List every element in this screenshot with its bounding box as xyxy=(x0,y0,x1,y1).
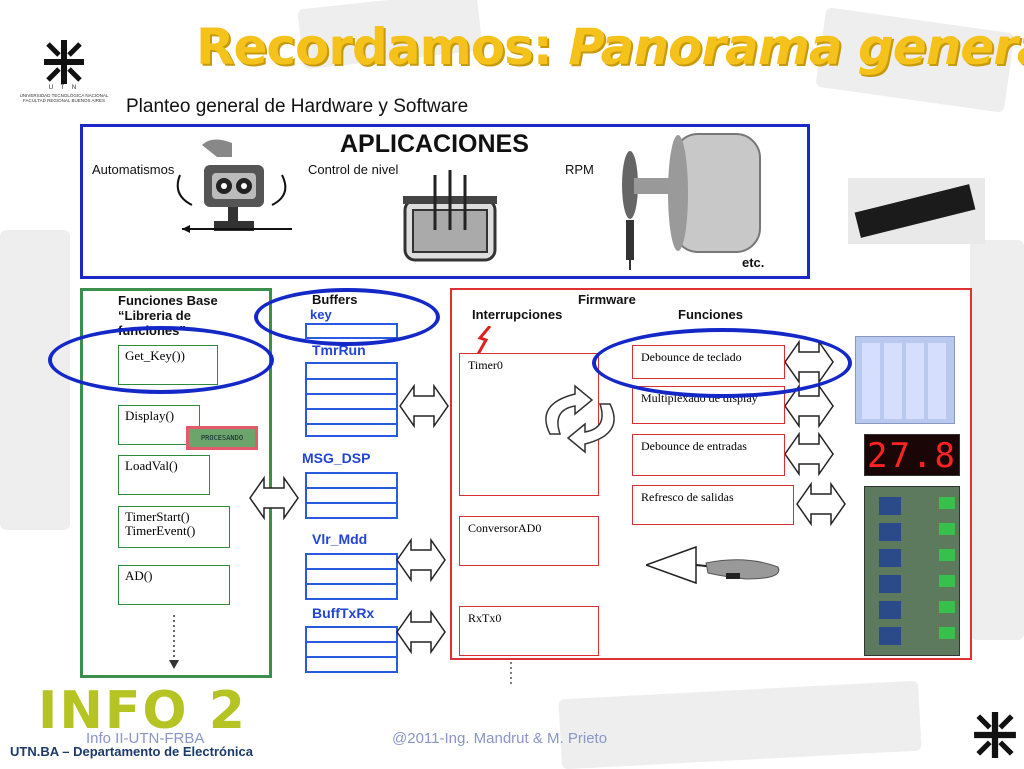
app-rpm-label: RPM xyxy=(565,162,594,177)
function-timerstart: TimerStart() xyxy=(125,509,190,524)
sensor-illustration xyxy=(646,545,780,585)
app-control-nivel-label: Control de nivel xyxy=(308,162,399,177)
firmware-title: Firmware xyxy=(578,292,636,307)
tank-illustration xyxy=(403,170,497,262)
page-subtitle: Planteo general de Hardware y Software xyxy=(126,96,469,117)
microcontroller-photo xyxy=(848,178,985,244)
footer-credits: @2011-Ing. Mandrut & M. Prieto xyxy=(392,730,608,747)
info2-logo: INFO 2 xyxy=(38,681,247,741)
buffer-bufftxrx-stack xyxy=(305,626,398,673)
page-title: Recordamos: Panorama general xyxy=(196,18,1024,76)
double-arrow-icon xyxy=(249,477,299,519)
app-automatismos-label: Automatismos xyxy=(92,162,175,177)
relay-board-photo xyxy=(864,486,960,656)
logo-caption: UNIVERSIDAD TECNOLÓGICA NACIONAL FACULTA… xyxy=(19,93,109,103)
buffer-bufftxrx-label: BuffTxRx xyxy=(312,605,375,621)
buffer-msgdsp-label: MSG_DSP xyxy=(302,450,371,466)
utn-footer-logo-icon xyxy=(974,712,1016,758)
firmware-panel xyxy=(450,288,972,660)
function-timer: TimerStart() TimerEvent() xyxy=(118,506,230,548)
highlight-ellipse-key-buffer xyxy=(254,288,440,346)
continuation-dots-icon xyxy=(510,662,512,684)
lcd-display: PROCESANDO xyxy=(186,426,258,450)
seven-segment-value: 27.8 xyxy=(867,436,957,476)
footer-course: Info II-UTN-FRBA xyxy=(86,730,205,747)
interrupt-conversorad0: ConversorAD0 xyxy=(459,516,599,566)
functions-title: Funciones xyxy=(678,307,744,322)
keypad-photo xyxy=(855,336,955,424)
interrupt-timer0: Timer0 xyxy=(459,353,599,496)
function-loadval: LoadVal() xyxy=(118,455,210,495)
double-arrow-icon xyxy=(396,539,446,581)
buffer-tmrrun-stack xyxy=(305,362,398,437)
title-part2: Panorama general xyxy=(568,18,1024,76)
background-shape xyxy=(0,230,70,530)
title-part1: Recordamos: xyxy=(196,18,553,76)
double-arrow-icon xyxy=(396,611,446,653)
app-etc-label: etc. xyxy=(742,255,765,270)
continuation-arrow-icon xyxy=(169,615,179,669)
function-refresco-salidas: Refresco de salidas xyxy=(632,485,794,525)
utn-logo-icon xyxy=(44,40,84,84)
buffer-vlrmdd-stack xyxy=(305,553,398,600)
function-debounce-entradas: Debounce de entradas xyxy=(632,434,785,476)
buffer-vlrmdd-label: Vlr_Mdd xyxy=(312,531,368,547)
interrupt-rxtx0: RxTx0 xyxy=(459,606,599,656)
highlight-ellipse-get-key xyxy=(48,326,274,394)
library-panel xyxy=(80,288,272,678)
logo-letters: U T N xyxy=(48,85,80,91)
background-shape xyxy=(970,240,1024,640)
cycle-arrows-icon xyxy=(545,384,615,454)
applications-title: APLICACIONES xyxy=(340,130,529,158)
function-timerevent: TimerEvent() xyxy=(125,523,196,538)
library-title-line1: Funciones Base xyxy=(118,293,218,308)
interrupt-lightning-icon xyxy=(475,326,492,356)
function-ad: AD() xyxy=(118,565,230,605)
lcd-text: PROCESANDO xyxy=(200,434,244,442)
footer-department: UTN.BA – Departamento de Electrónica xyxy=(10,744,253,759)
double-arrow-icon xyxy=(399,385,449,427)
library-title-line2: “Libreria de xyxy=(118,308,191,323)
seven-segment-display: 27.8 xyxy=(864,434,960,476)
buffer-msgdsp-stack xyxy=(305,472,398,519)
highlight-ellipse-debounce xyxy=(592,328,852,398)
motor-illustration xyxy=(622,133,761,270)
buffer-tmrrun-label: TmrRun xyxy=(312,342,366,358)
automation-illustration xyxy=(176,139,292,233)
interrupts-title: Interrupciones xyxy=(472,307,563,322)
